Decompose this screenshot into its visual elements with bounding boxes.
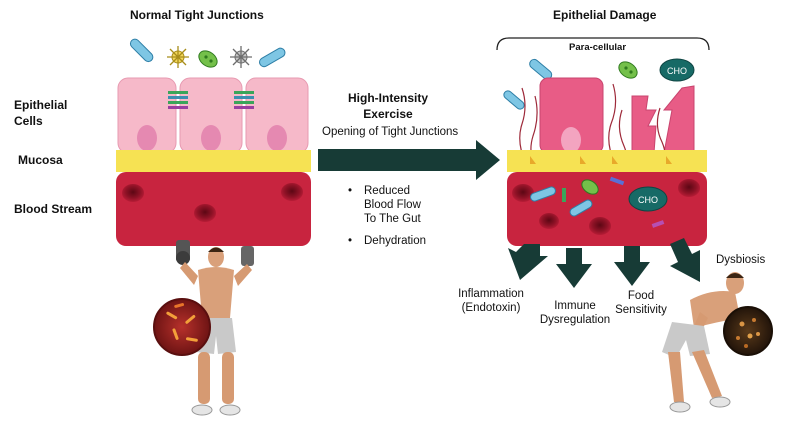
epithelial-label-line1: Epithelial (14, 98, 68, 112)
mucosa-layer-right (507, 150, 707, 172)
cho-molecule-icon (628, 186, 668, 212)
bullet-line: Blood Flow (364, 199, 421, 211)
epithelial-cells-left (117, 77, 309, 154)
red-blood-cell (539, 213, 559, 229)
bullet-list: • Reduced Blood Flow To The Gut • Dehydr… (348, 184, 426, 248)
exercise-line1: High-Intensity (348, 91, 428, 105)
arrow-down-icon (556, 248, 592, 288)
exercise-label: High-Intensity Exercise (325, 90, 451, 122)
right-panel-title: Epithelial Damage (553, 8, 657, 22)
normal-epithelium (116, 38, 311, 246)
blood-vessel-right (507, 172, 707, 246)
dysbiosis-label: Dysbiosis (716, 254, 766, 266)
rod-bacterium (259, 47, 286, 68)
food-line1: Food (627, 290, 655, 302)
opening-tight-junctions-label: Opening of Tight Junctions (322, 126, 459, 138)
bacteria-group-left (129, 38, 286, 68)
tight-junction-icon (168, 91, 188, 109)
bullet-line: Reduced (364, 185, 411, 197)
green-bacterium (618, 61, 638, 79)
red-blood-cell (281, 183, 303, 201)
outcome-arrows (508, 238, 700, 288)
red-blood-cell (589, 217, 611, 235)
food-line2: Sensitivity (615, 304, 667, 316)
red-blood-cell (122, 184, 144, 202)
big-arrow-icon (318, 140, 500, 180)
bullet-dot: • (348, 185, 353, 197)
rod-bacterium (503, 90, 525, 110)
mucosa-layer-left (116, 150, 311, 172)
left-panel-title: Normal Tight Junctions (130, 8, 264, 22)
fragmented-cell (631, 95, 657, 154)
red-blood-cell (512, 184, 534, 202)
bullet-dot: • (348, 235, 353, 247)
arrow-down-icon (670, 238, 700, 282)
mucosa-label: Mucosa (18, 153, 63, 167)
fragmented-cell (662, 85, 695, 154)
damaged-epithelium (496, 37, 710, 288)
epithelial-label-line2: Cells (14, 114, 43, 128)
rod-bacterium (530, 186, 556, 202)
inflammation-label: Inflammation (Endotoxin) (446, 287, 536, 315)
red-blood-cell (194, 204, 216, 222)
athlete-lifting-illustration (153, 240, 254, 416)
bullet-line: Dehydration (364, 235, 427, 247)
immune-line2: Dysregulation (539, 314, 611, 326)
rod-bacterium (129, 38, 154, 63)
bullet-item: • Reduced Blood Flow To The Gut (348, 184, 426, 226)
gut-microbiota-closeup (153, 298, 211, 356)
tight-junction-icon (234, 91, 254, 109)
bullet-line: To The Gut (364, 213, 421, 225)
dysbiosis-microbiota-closeup (723, 306, 773, 356)
virus-icon (230, 46, 252, 68)
arrow-down-icon (614, 246, 650, 286)
epithelial-cells-label: Epithelial Cells (14, 97, 67, 129)
exercise-line2: Exercise (363, 107, 413, 121)
blood-vessel-left (116, 172, 311, 246)
paracellular-bracket (496, 37, 710, 51)
green-bacterium (581, 179, 599, 195)
mucosa-breach-marks (530, 156, 672, 164)
paracellular-label: Para-cellular (569, 42, 627, 53)
inflammation-line2: (Endotoxin) (461, 302, 521, 314)
virus-icon (167, 46, 189, 68)
arrow-down-icon (508, 244, 548, 280)
immune-line1: Immune (554, 300, 596, 312)
immune-dysregulation-label: Immune Dysregulation (530, 299, 620, 327)
cho-molecule-icon (659, 58, 695, 82)
rod-bacterium (569, 199, 593, 217)
cho-label: CHO (638, 195, 658, 205)
red-blood-cell (678, 179, 700, 197)
bullet-item: • Dehydration (348, 234, 426, 248)
cho-label: CHO (667, 66, 687, 76)
inflammation-line1: Inflammation (458, 288, 524, 300)
food-sensitivity-label: Food Sensitivity (604, 289, 678, 317)
blood-stream-label: Blood Stream (14, 202, 93, 216)
green-bacterium (198, 50, 218, 68)
athlete-fatigued-illustration (662, 272, 773, 413)
